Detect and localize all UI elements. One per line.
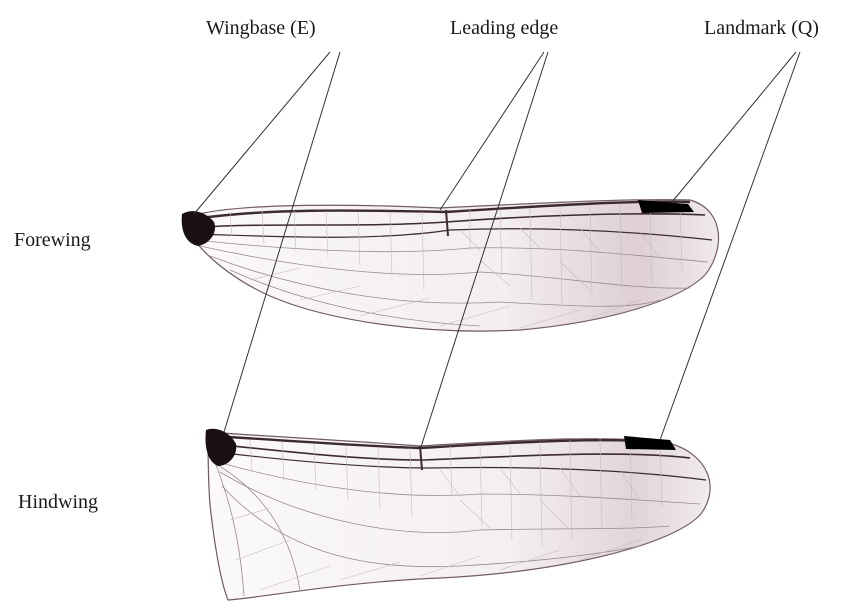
hindwing — [206, 429, 711, 600]
forewing-tint — [186, 200, 719, 332]
leading-edge-label: Leading edge — [450, 18, 558, 38]
landmark-label: Landmark (Q) — [704, 18, 819, 38]
hindwing-pterostigma — [624, 436, 676, 450]
hindwing-tint — [208, 432, 710, 600]
wingbase-pointer-forewing — [194, 52, 330, 214]
leading-edge-pointer-forewing — [440, 52, 544, 210]
hindwing-label: Hindwing — [18, 492, 98, 512]
forewing — [182, 200, 719, 332]
forewing-label: Forewing — [14, 230, 91, 250]
wingbase-label: Wingbase (E) — [206, 18, 316, 38]
landmark-pointer-forewing — [672, 52, 796, 202]
